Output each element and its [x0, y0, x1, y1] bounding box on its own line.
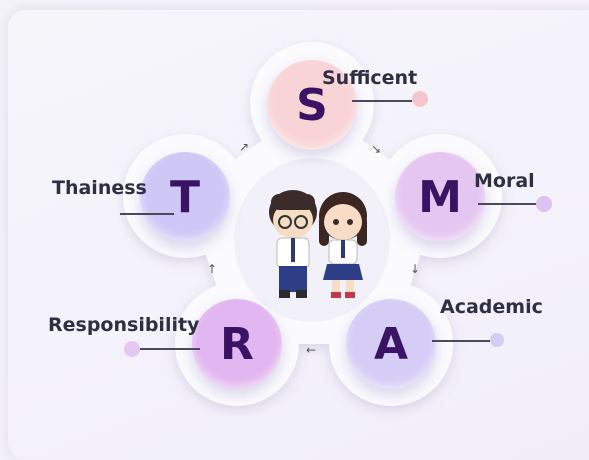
- arrow-m-to-a: ↓: [410, 262, 421, 276]
- leader-line-m: [478, 203, 538, 205]
- label-thainess: Thainess: [52, 177, 147, 199]
- node-circle-m: M: [395, 152, 485, 242]
- label-academic: Academic: [440, 296, 543, 318]
- node-letter-m: M: [418, 171, 462, 223]
- dot-m: [536, 196, 552, 212]
- label-moral: Moral: [474, 170, 535, 192]
- node-circle-s: S: [267, 60, 357, 150]
- leader-line-r: [138, 348, 200, 350]
- leader-line-t: [120, 213, 174, 215]
- node-letter-r: R: [220, 318, 254, 370]
- node-circle-t: T: [140, 152, 230, 242]
- label-responsibility: Responsibility: [48, 314, 200, 336]
- leader-line-s: [352, 100, 412, 102]
- arrow-t-to-s: ↗: [239, 140, 250, 154]
- students-illustration: [269, 190, 367, 298]
- node-letter-a: A: [373, 318, 409, 370]
- dot-r: [124, 341, 140, 357]
- label-sufficent: Sufficent: [322, 67, 418, 89]
- dot-a: [490, 333, 504, 347]
- arrow-s-to-m: ↘: [371, 142, 382, 156]
- arrow-r-to-t: ↑: [207, 262, 218, 276]
- arrow-a-to-r: ←: [306, 343, 317, 357]
- node-letter-s: S: [296, 79, 328, 131]
- node-letter-t: T: [169, 171, 200, 223]
- leader-line-a: [432, 340, 490, 342]
- node-circle-r: R: [192, 299, 282, 389]
- node-circle-a: A: [346, 299, 436, 389]
- dot-s: [412, 91, 428, 107]
